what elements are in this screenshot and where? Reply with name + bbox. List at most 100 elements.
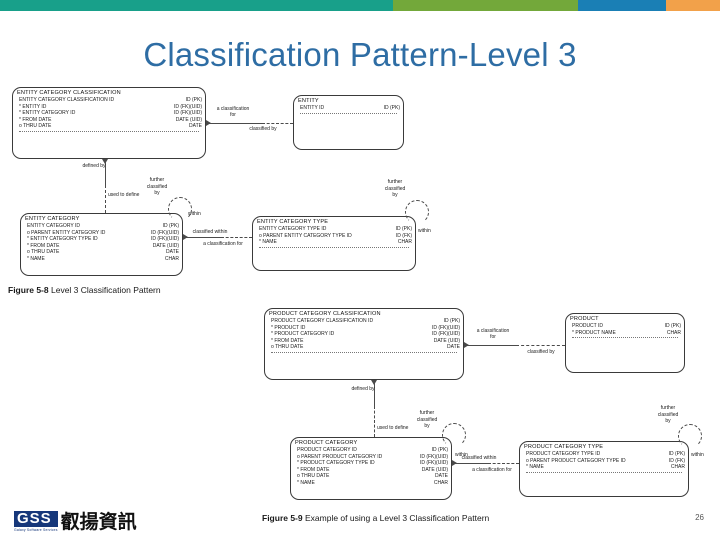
entity-box-entity-category[interactable]: ENTITY CATEGORY ENTITY CATEGORY ID ID (P… xyxy=(20,213,183,276)
logo-text: GSS xyxy=(14,511,58,527)
attribute-type: ID (FK)(UID) xyxy=(419,453,448,460)
entity-box-product[interactable]: PRODUCT PRODUCT ID ID (PK) * PRODUCT NAM… xyxy=(565,313,685,373)
page-title: Classification Pattern-Level 3 xyxy=(143,36,577,73)
attribute-name: o PARENT ENTITY CATEGORY TYPE ID xyxy=(259,232,352,239)
entity-box-product-category[interactable]: PRODUCT CATEGORY PRODUCT CATEGORY ID ID … xyxy=(290,437,452,500)
relationship-line-dashed xyxy=(221,237,252,238)
attribute-name: * NAME xyxy=(297,479,315,486)
attribute-type: CHAR xyxy=(397,239,412,246)
attribute-name: o PARENT PRODUCT CATEGORY ID xyxy=(297,453,383,460)
relationship-label-within-2: within xyxy=(418,228,431,234)
relationship-line xyxy=(374,380,375,406)
attribute-name: * NAME xyxy=(259,239,277,246)
relationship-line-dashed xyxy=(488,463,519,464)
attribute-type: DATE (UID) xyxy=(433,337,460,344)
attribute-name: * ENTITY CATEGORY ID xyxy=(19,110,76,117)
relationship-line xyxy=(464,345,516,346)
entity-attribute-row: * PRODUCT CATEGORY ID ID (FK)(UID) xyxy=(271,331,460,338)
attribute-type: DATE xyxy=(166,249,179,256)
attribute-type: ID (PK) xyxy=(664,323,681,329)
relationship-label-classified-within: classified within xyxy=(461,455,497,461)
entity-attribute-row: o THRU DATE DATE xyxy=(271,344,460,351)
entity-attribute-list: PRODUCT CATEGORY TYPE ID ID (PK) o PAREN… xyxy=(520,451,688,471)
entity-attribute-row: * PRODUCT CATEGORY TYPE ID ID (FK)(UID) xyxy=(297,460,448,467)
entity-attribute-list: ENTITY ID ID (PK) xyxy=(294,105,403,112)
entity-attribute-row: ENTITY CATEGORY TYPE ID ID (PK) xyxy=(259,226,412,233)
attribute-name: ENTITY CATEGORY CLASSIFICATION ID xyxy=(19,97,115,103)
relationship-label-within: within xyxy=(188,211,201,217)
attribute-name: * PRODUCT NAME xyxy=(572,329,616,336)
attribute-type: ID (FK) xyxy=(395,232,412,239)
relationship-line-dashed xyxy=(105,185,106,213)
recursive-relationship-loop xyxy=(678,424,702,448)
attribute-name: o THRU DATE xyxy=(27,249,60,256)
relationship-label-further-classified-by-2: further classified by xyxy=(384,179,406,198)
relationship-label-a-classification-for-2: a classification for xyxy=(472,467,512,473)
attribute-type: CHAR xyxy=(666,329,681,336)
attribute-name: ENTITY CATEGORY ID xyxy=(27,223,80,229)
entity-attribute-list: PRODUCT CATEGORY CLASSIFICATION ID ID (P… xyxy=(265,318,463,351)
attribute-name: * NAME xyxy=(27,255,45,262)
entity-box-product-category-classification[interactable]: PRODUCT CATEGORY CLASSIFICATION PRODUCT … xyxy=(264,308,464,380)
attribute-type: DATE (UID) xyxy=(175,116,202,123)
attribute-type: CHAR xyxy=(670,464,685,471)
entity-attribute-row: o PARENT ENTITY CATEGORY ID ID (FK)(UID) xyxy=(27,230,179,237)
attribute-name: PRODUCT CATEGORY ID xyxy=(297,447,357,453)
attribute-type: ID (FK)(UID) xyxy=(150,229,179,236)
recursive-relationship-loop xyxy=(405,200,429,224)
topbar-segment-blue xyxy=(578,0,666,11)
relationship-label-defined-by: defined by xyxy=(82,163,106,169)
relationship-label-further-classified-by: further classified by xyxy=(416,410,438,429)
entity-separator xyxy=(572,337,678,339)
entity-title: PRODUCT CATEGORY xyxy=(295,440,358,446)
entity-attribute-list: PRODUCT ID ID (PK) * PRODUCT NAME CHAR xyxy=(566,323,684,336)
entity-box-entity-category-classification[interactable]: ENTITY CATEGORY CLASSIFICATION ENTITY CA… xyxy=(12,87,206,159)
entity-attribute-row: * ENTITY ID ID (FK)(UID) xyxy=(19,104,202,111)
entity-title: PRODUCT xyxy=(570,316,599,322)
relationship-label-classified-by: classified by xyxy=(249,126,277,132)
entity-separator xyxy=(300,112,397,114)
entity-title: ENTITY CATEGORY CLASSIFICATION xyxy=(17,90,121,96)
attribute-name: o PARENT PRODUCT CATEGORY TYPE ID xyxy=(526,457,626,464)
entity-attribute-row: PRODUCT CATEGORY TYPE ID ID (PK) xyxy=(526,451,685,458)
entity-attribute-row: * ENTITY CATEGORY TYPE ID ID (FK)(UID) xyxy=(27,236,179,243)
entity-attribute-row: ENTITY ID ID (PK) xyxy=(300,105,400,112)
entity-attribute-row: * PRODUCT ID ID (FK)(UID) xyxy=(271,325,460,332)
attribute-type: ID (PK) xyxy=(162,223,179,229)
relationship-label-within-2: within xyxy=(691,452,704,458)
entity-attribute-list: ENTITY CATEGORY CLASSIFICATION ID ID (PK… xyxy=(13,97,205,130)
entity-box-entity-category-type[interactable]: ENTITY CATEGORY TYPE ENTITY CATEGORY TYP… xyxy=(252,216,416,271)
attribute-type: DATE xyxy=(189,123,202,130)
relationship-label-within: within xyxy=(455,452,468,458)
logo-mark: GSS Galaxy Software Services xyxy=(14,511,58,532)
relationship-label-classified-within: classified within xyxy=(192,229,228,235)
attribute-name: ENTITY CATEGORY TYPE ID xyxy=(259,226,327,232)
attribute-type: ID (PK) xyxy=(395,226,412,232)
relationship-label-a-classification-for: a classification for xyxy=(476,328,510,340)
attribute-name: o PARENT ENTITY CATEGORY ID xyxy=(27,229,106,236)
attribute-type: ID (FK)(UID) xyxy=(150,236,179,243)
entity-attribute-row: * FROM DATE DATE (UID) xyxy=(27,243,179,250)
figure-caption-text: Example of using a Level 3 Classificatio… xyxy=(305,513,490,523)
attribute-name: * ENTITY CATEGORY TYPE ID xyxy=(27,236,98,243)
relationship-line-dashed xyxy=(374,406,375,437)
attribute-name: o THRU DATE xyxy=(297,473,330,480)
attribute-type: ID (FK)(UID) xyxy=(173,103,202,110)
recursive-relationship-loop xyxy=(168,197,192,221)
attribute-type: DATE (UID) xyxy=(152,242,179,249)
attribute-name: o THRU DATE xyxy=(19,123,52,130)
entity-box-product-category-type[interactable]: PRODUCT CATEGORY TYPE PRODUCT CATEGORY T… xyxy=(519,441,689,497)
attribute-type: ID (FK)(UID) xyxy=(431,324,460,331)
entity-attribute-row: * ENTITY CATEGORY ID ID (FK)(UID) xyxy=(19,110,202,117)
attribute-name: * FROM DATE xyxy=(27,242,60,249)
relationship-label-used-to-define: used to define xyxy=(377,425,409,431)
relationship-label-a-classification-for-2: a classification for xyxy=(203,241,243,247)
entity-box-entity[interactable]: ENTITY ENTITY ID ID (PK) xyxy=(293,95,404,150)
figure-caption-label: Figure 5-8 xyxy=(8,285,49,295)
figure-caption-5-8: Figure 5-8 Level 3 Classification Patter… xyxy=(8,285,161,295)
relationship-line xyxy=(206,123,262,124)
entity-title: ENTITY CATEGORY xyxy=(25,216,80,222)
attribute-type: CHAR xyxy=(433,479,448,486)
logo-cjk-text: 叡揚資訊 xyxy=(60,511,137,533)
